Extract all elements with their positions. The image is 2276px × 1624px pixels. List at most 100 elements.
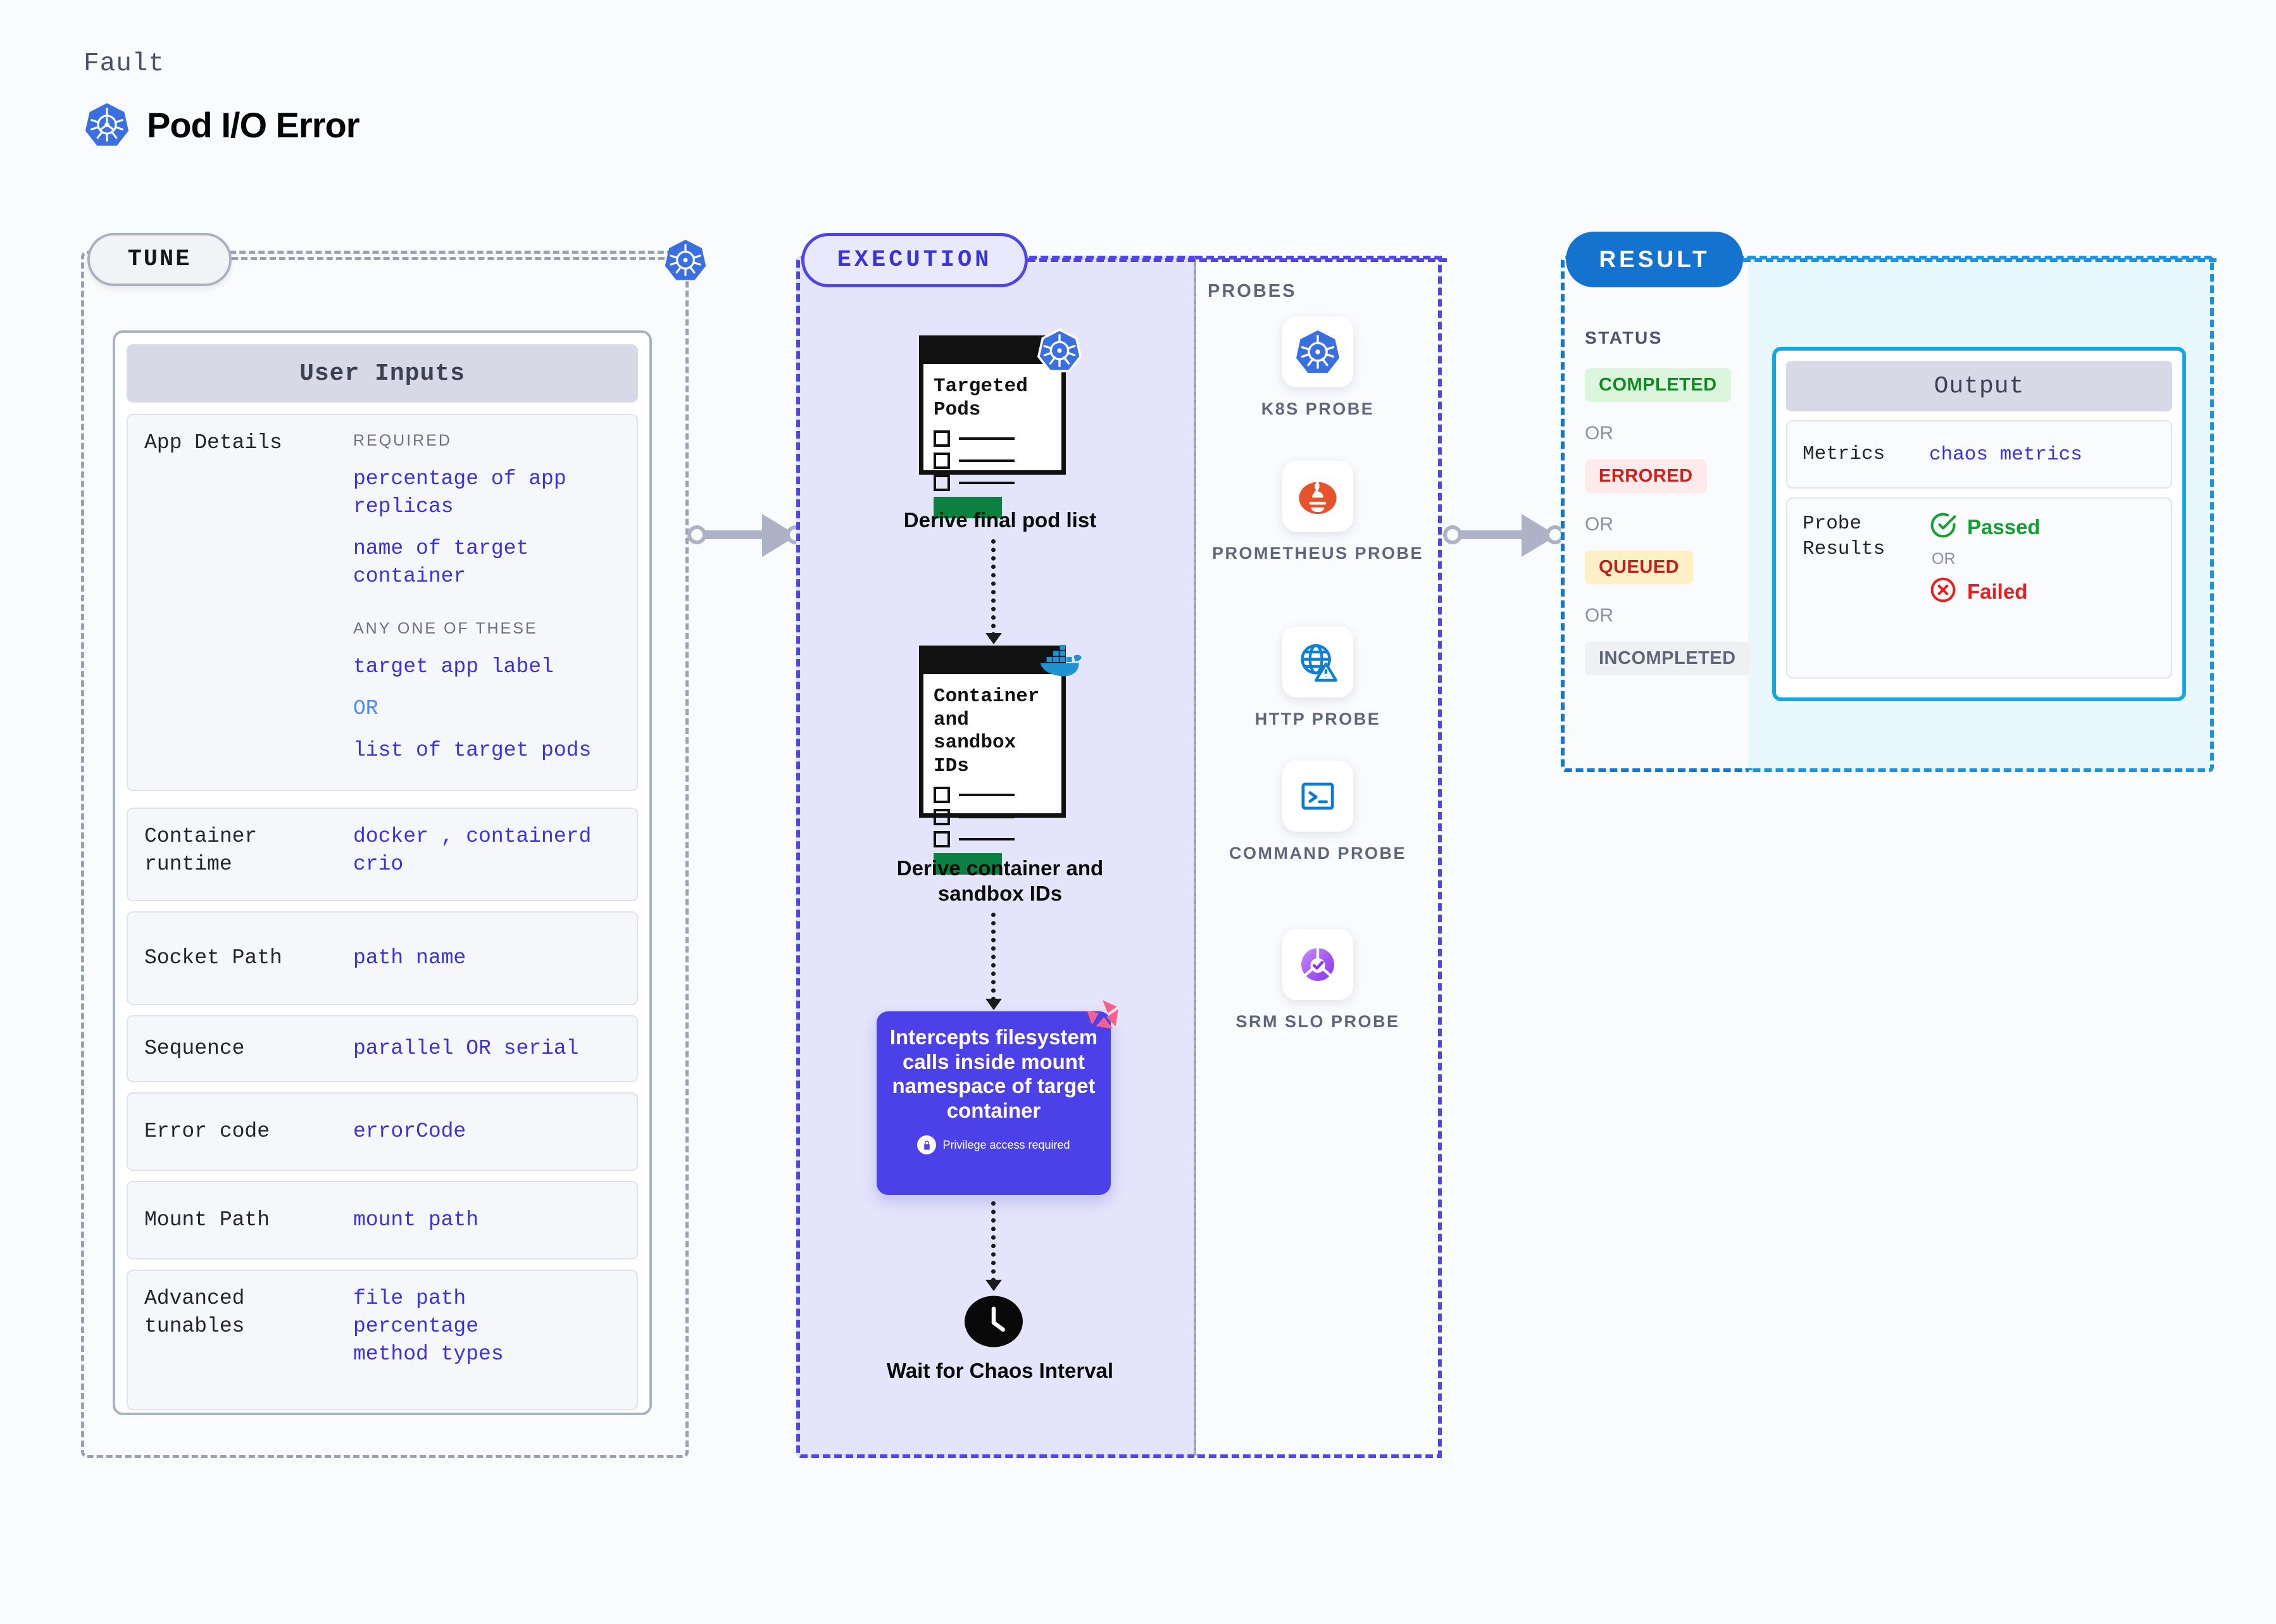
input-values: file path percentage method types [353, 1285, 504, 1395]
input-row-advanced-tunables[interactable]: Advanced tunables file path percentage m… [127, 1270, 638, 1410]
probe-result-failed: Failed [1929, 576, 2041, 607]
input-value: mount path [353, 1208, 479, 1232]
output-card: Output Metrics chaos metrics Probe Resul… [1772, 347, 2186, 701]
line-placeholder [959, 459, 1015, 463]
kubernetes-icon [663, 238, 708, 282]
input-label: Error code [144, 1120, 270, 1144]
card-title: Container and sandbox IDs [934, 685, 1040, 777]
probes-heading: PROBES [1208, 281, 1297, 301]
privilege-note-text: Privilege access required [942, 1138, 1070, 1151]
user-inputs-card: User Inputs App Details REQUIRED percent… [113, 330, 652, 1415]
checkbox-icon [934, 475, 950, 492]
output-row-metrics: Metrics chaos metrics [1786, 420, 2172, 489]
input-label: Sequence [144, 1037, 245, 1061]
http-globe-icon [1282, 627, 1353, 697]
input-label: Advanced tunables [144, 1287, 245, 1338]
input-row-app-details[interactable]: App Details REQUIRED percentage of app r… [127, 414, 638, 791]
input-row-socket-path[interactable]: Socket Path path name [127, 911, 638, 1005]
checkbox-icon [934, 831, 950, 848]
input-row-error-code[interactable]: Error code errorCode [127, 1092, 638, 1171]
status-badge-errored: ERRORED [1585, 459, 1707, 493]
connector-tune-execution [687, 513, 805, 557]
checklist-item [934, 453, 1051, 470]
arrow-head-icon [985, 633, 1002, 644]
output-label: Metrics [1803, 442, 1885, 465]
checkbox-icon [934, 453, 950, 470]
checkbox-icon [934, 809, 950, 826]
line-placeholder [959, 838, 1015, 841]
input-value: method types [353, 1342, 504, 1366]
line-placeholder [959, 437, 1015, 440]
card-titlebar [923, 340, 1061, 364]
fault-title-row: Pod I/O Error [84, 101, 360, 148]
card-titlebar [923, 650, 1061, 674]
passed-label: Passed [1967, 515, 2041, 539]
input-row-container-runtime[interactable]: Container runtime docker , containerd cr… [127, 808, 638, 901]
page-title: Pod I/O Error [147, 104, 360, 145]
or-separator: OR [353, 696, 378, 720]
result-status-panel [1561, 256, 1751, 772]
checklist-item [934, 787, 1051, 804]
step-caption: Derive final pod list [903, 508, 1097, 532]
output-row-probe-results: Probe Results Passed OR [1786, 497, 2172, 678]
tune-top-dash [232, 257, 665, 260]
probe-result-passed: Passed [1929, 511, 2041, 542]
input-label: App Details [144, 431, 282, 454]
user-inputs-title: User Inputs [127, 344, 638, 403]
result-top-dash [1743, 258, 2217, 262]
checklist-item [934, 475, 1051, 492]
input-value: crio [353, 852, 404, 876]
execution-badge: EXECUTION [801, 233, 1028, 287]
probe-prometheus[interactable]: PROMETHEUS PROBE [1194, 461, 1442, 565]
or-separator: OR [1932, 550, 1956, 568]
status-bar [934, 497, 1002, 519]
flow-arrow [991, 913, 996, 1001]
probe-srm-slo[interactable]: SRM SLO PROBE [1194, 929, 1442, 1033]
probe-label: K8S PROBE [1261, 399, 1375, 418]
kubernetes-icon [84, 101, 130, 148]
terminal-icon [1282, 761, 1353, 832]
output-title: Output [1786, 361, 2172, 411]
checkbox-icon [934, 787, 950, 804]
checkbox-icon [934, 430, 950, 447]
lock-icon [917, 1135, 937, 1155]
step-caption: Derive container and sandbox IDs [896, 856, 1104, 906]
or-separator: OR [1585, 605, 1613, 626]
tune-panel [81, 251, 689, 1458]
input-value: list of target pods [353, 738, 592, 762]
input-value: target app label [353, 655, 554, 678]
tune-badge: TUNE [87, 233, 232, 286]
input-row-sequence[interactable]: Sequence parallel OR serial [127, 1015, 638, 1082]
or-separator: OR [1585, 423, 1613, 444]
probes-divider [1194, 258, 1196, 1456]
line-placeholder [959, 482, 1015, 485]
prometheus-icon [1282, 461, 1353, 532]
probe-command[interactable]: COMMAND PROBE [1194, 761, 1442, 865]
litmus-icon [1083, 996, 1122, 1035]
check-circle-icon [1929, 511, 1957, 542]
checklist-item [934, 809, 1051, 826]
group-heading: ANY ONE OF THESE [353, 619, 538, 637]
chaos-action-card: Intercepts filesystem calls inside mount… [877, 1000, 1118, 1195]
flow-arrow [991, 539, 996, 637]
input-value: parallel OR serial [353, 1037, 579, 1061]
input-row-mount-path[interactable]: Mount Path mount path [127, 1181, 638, 1259]
group-heading: REQUIRED [353, 432, 452, 449]
failed-label: Failed [1967, 579, 2028, 603]
chaos-description: Intercepts filesystem calls inside mount… [889, 1025, 1098, 1122]
x-circle-icon [1929, 576, 1957, 607]
input-value: docker , containerd [353, 825, 592, 848]
wait-caption: Wait for Chaos Interval [886, 1359, 1114, 1382]
status-badge-queued: QUEUED [1585, 551, 1694, 584]
probes-panel [1194, 256, 1442, 1458]
probe-label: SRM SLO PROBE [1235, 1012, 1400, 1031]
probe-k8s[interactable]: K8S PROBE [1194, 316, 1442, 420]
probe-http[interactable]: HTTP PROBE [1194, 627, 1442, 730]
probe-label: HTTP PROBE [1254, 709, 1381, 728]
input-value: name of target container [353, 537, 529, 588]
probe-result-values: Passed OR Failed [1929, 511, 2041, 665]
probe-label: PROMETHEUS PROBE [1211, 544, 1424, 563]
status-badge-incompleted: INCOMPLETED [1585, 642, 1750, 675]
input-label: Mount Path [144, 1208, 270, 1232]
